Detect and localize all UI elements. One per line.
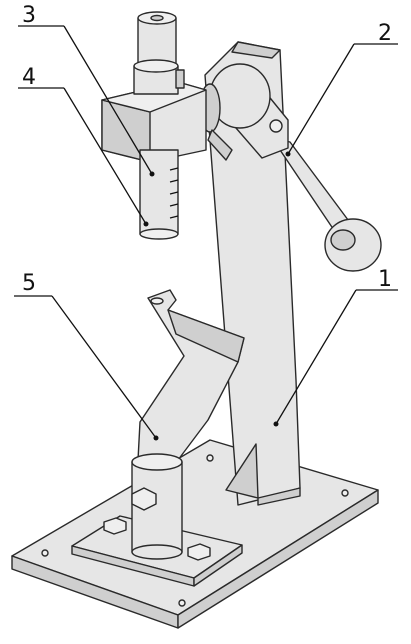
ball-knob xyxy=(199,63,271,161)
bent-holder xyxy=(131,289,245,560)
press-head xyxy=(101,11,207,240)
callout-5: 5 xyxy=(22,271,36,296)
callout-1: 1 xyxy=(378,267,392,292)
frame-column xyxy=(204,41,301,506)
callout-2: 2 xyxy=(378,21,392,46)
callout-4: 4 xyxy=(22,65,36,90)
callout-3: 3 xyxy=(22,3,36,28)
leader-lines xyxy=(14,25,398,441)
callout-labels: 3 4 2 1 5 xyxy=(22,3,392,296)
